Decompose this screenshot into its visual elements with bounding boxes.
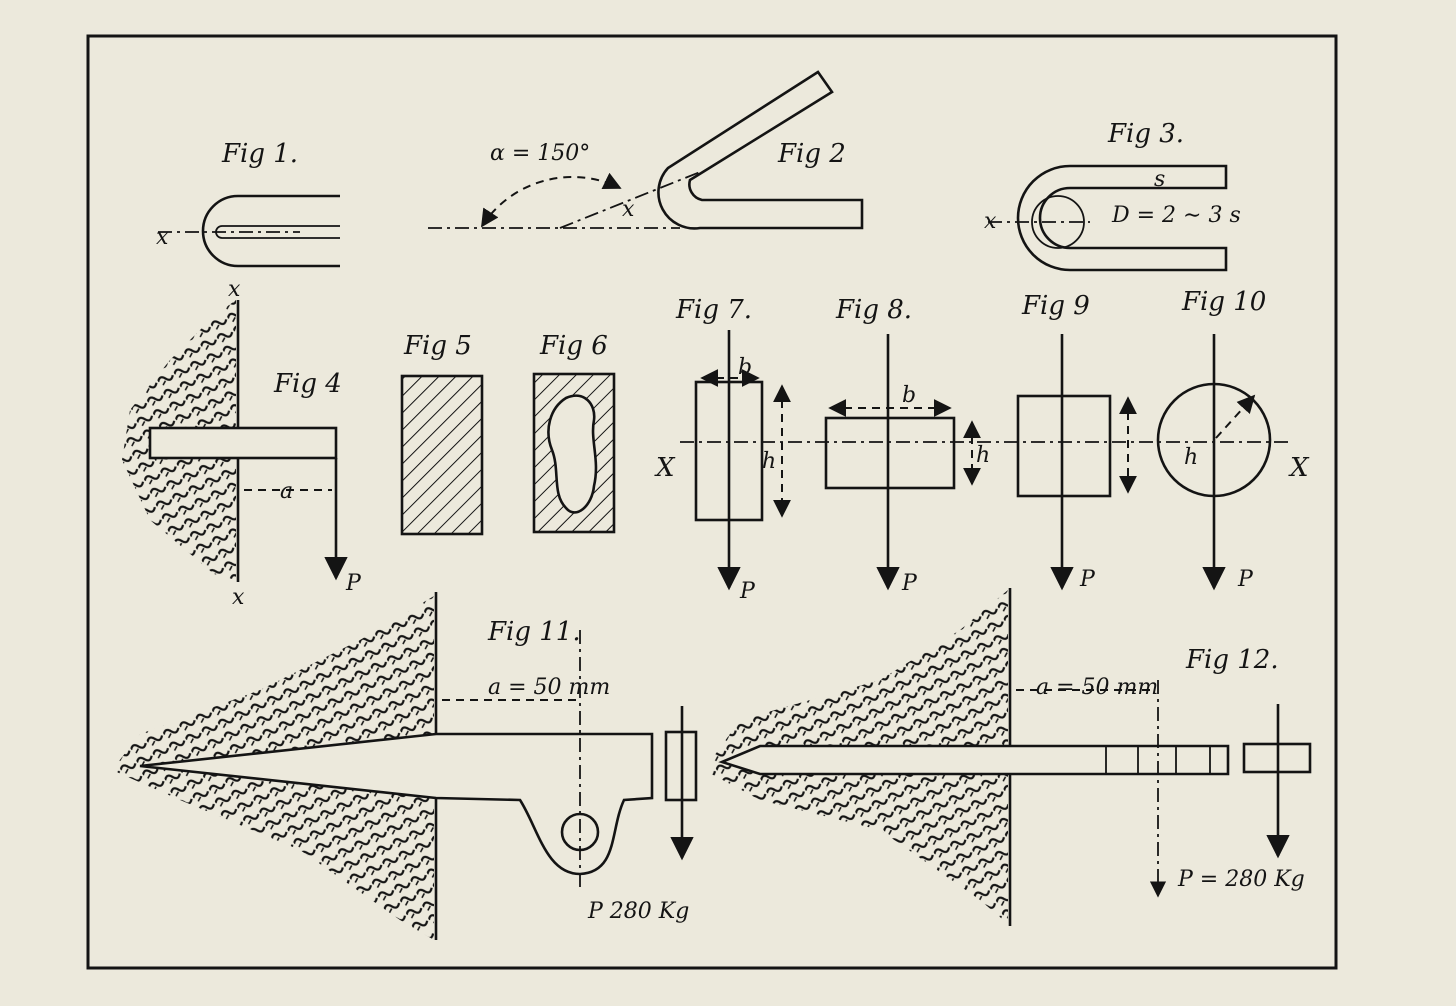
fig3-diameter-label: D = 2 ∼ 3 s: [1111, 203, 1241, 228]
fig4-x-top: x: [228, 277, 241, 302]
fig7-axis-X-label: X: [654, 453, 676, 483]
fig1-u-bracket: [158, 194, 340, 268]
fig7-p-label: P: [739, 579, 756, 604]
fig4-p-label: P: [345, 571, 362, 596]
plate-frame: [86, 34, 1338, 970]
fig8-b-label: b: [902, 383, 916, 408]
fig8-flat-section: [824, 334, 981, 591]
fig4-a-label: a: [280, 479, 293, 504]
fig2-bent-strap: [428, 70, 864, 230]
fig11-label: Fig 11.: [487, 617, 581, 647]
fig1-label: Fig 1.: [221, 139, 298, 169]
fig4-cantilever: [122, 300, 348, 582]
fig1-axis-x-label: x: [156, 225, 169, 250]
fig8-label: Fig 8.: [835, 295, 912, 325]
fig7-b-label: b: [738, 355, 752, 380]
fig8-h-label: h: [976, 443, 990, 468]
fig10-round-section: [1156, 334, 1272, 591]
fig2-angle-label: α = 150°: [490, 141, 590, 166]
fig10-p-label: P: [1237, 567, 1254, 592]
fig5-label: Fig 5: [403, 331, 472, 361]
fig12-a-dimension: a = 50 mm: [1036, 675, 1158, 700]
fig7-label: Fig 7.: [675, 295, 752, 325]
fig6-flawed-section: [532, 372, 616, 534]
fig10-axis-X-label: X: [1288, 453, 1310, 483]
fig6-label: Fig 6: [539, 331, 608, 361]
fig3-axis-x-label: x: [984, 209, 997, 234]
fig11-load-label: P 280 Kg: [587, 899, 689, 924]
fig12-bar-in-wall: [704, 588, 1312, 926]
fig10-label: Fig 10: [1181, 287, 1266, 317]
fig7-h-label: h: [762, 449, 776, 474]
fig4-label: Fig 4: [273, 369, 342, 399]
fig2-label: Fig 2: [777, 139, 846, 169]
fig11-a-dimension: a = 50 mm: [488, 675, 610, 700]
fig5-solid-section: [400, 374, 484, 536]
fig8-p-label: P: [901, 571, 918, 596]
fig10-h-label: h: [1184, 445, 1198, 470]
fig9-square-section: [1016, 334, 1137, 591]
fig7-rect-section: [694, 330, 791, 591]
fig3-u-loop: [988, 164, 1228, 272]
fig12-label: Fig 12.: [1185, 645, 1279, 675]
fig11-hook-in-wall: [112, 592, 698, 940]
fig3-label: Fig 3.: [1107, 119, 1184, 149]
fig4-x-bottom: x: [232, 585, 245, 610]
fig3-s-label: s: [1154, 167, 1165, 192]
fig2-axis-x-label: x: [622, 197, 635, 222]
fig12-load-label: P = 280 Kg: [1177, 867, 1305, 892]
fig9-label: Fig 9: [1021, 291, 1090, 321]
fig9-p-label: P: [1079, 567, 1096, 592]
